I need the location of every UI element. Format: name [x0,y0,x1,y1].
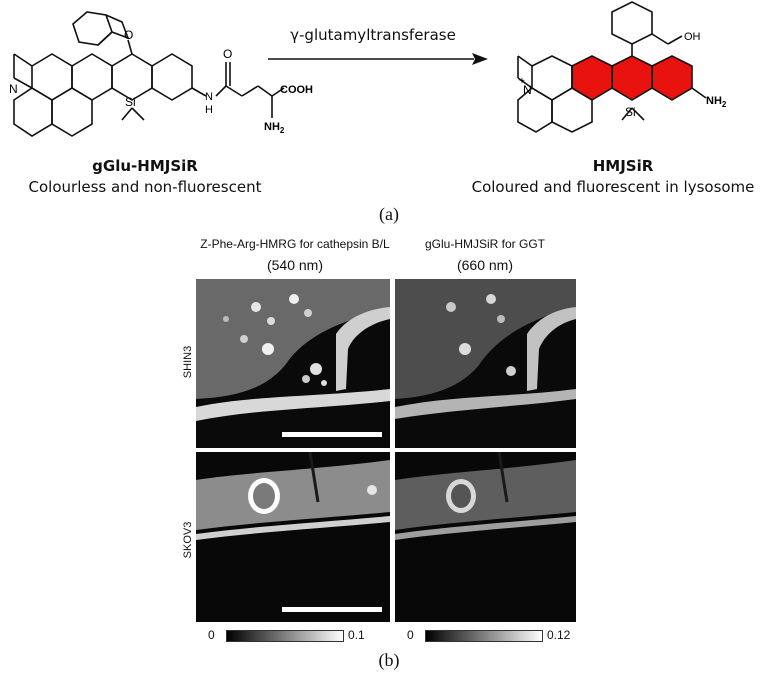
colorbar-max-ggt: 0.12 [547,628,571,642]
substrate-n-label: N [9,82,18,96]
row-label-shin3: SHIN3 [182,345,194,379]
image-shin3-cathepsin [196,279,390,448]
product-name: HMJSiR [592,157,654,175]
scale-bar [282,607,382,612]
substrate-name: gGlu-HMJSiR [92,157,198,175]
panel-label-a: (a) [379,204,399,224]
tissue-render [196,279,390,448]
colorbar-max-cathepsin: 0.1 [348,628,365,642]
substrate-si-label: Si [125,95,136,109]
tissue-render [196,452,390,622]
substrate-amide-h-label: H [205,104,213,116]
reaction-arrow [268,53,488,65]
product-description: Coloured and fluorescent in lysosome [471,178,755,196]
product-plus-label: + [519,76,525,87]
colorbar-min-ggt: 0 [407,628,414,642]
substrate-description: Colourless and non-fluorescent [28,178,262,196]
image-skov3-ggt [395,452,576,622]
enzyme-label: γ-glutamyltransferase [290,26,456,44]
scale-bar [282,432,382,437]
colorbar-ggt [425,630,543,642]
product-si-label: Si [625,105,636,119]
substrate-o-label: O [124,28,133,42]
product-highlight-left [572,56,612,100]
image-shin3-ggt [395,279,576,448]
column-wavelength-ggt: (660 nm) [456,257,514,273]
tissue-render [395,452,576,622]
product-structure: OH N + Si NH2 [517,1,727,133]
column-title-ggt: gGlu-HMJSiR for GGT [424,237,545,251]
substrate-amide-n-label: N [205,91,213,103]
row-label-skov3: SKOV3 [182,521,194,559]
panel-label-b: (b) [378,650,400,670]
column-title-cathepsin: Z-Phe-Arg-HMRG for cathepsin B/L [200,237,390,251]
image-skov3-cathepsin [196,452,390,622]
product-highlight-center [612,56,652,100]
substrate-nh2-label: NH2 [264,121,285,135]
product-oh-label: OH [684,31,701,43]
column-wavelength-cathepsin: (540 nm) [266,257,324,273]
product-n-label: N [523,83,532,97]
colorbar-cathepsin [226,630,344,642]
product-nh2-label: NH2 [706,95,727,109]
product-highlight-right [652,56,692,100]
substrate-cooh-label: COOH [280,84,313,96]
colorbar-min-cathepsin: 0 [208,628,215,642]
tissue-render [395,279,576,448]
substrate-carbonyl-o-label: O [223,47,232,61]
substrate-structure: O O N Si N H COOH NH2 [9,11,313,137]
